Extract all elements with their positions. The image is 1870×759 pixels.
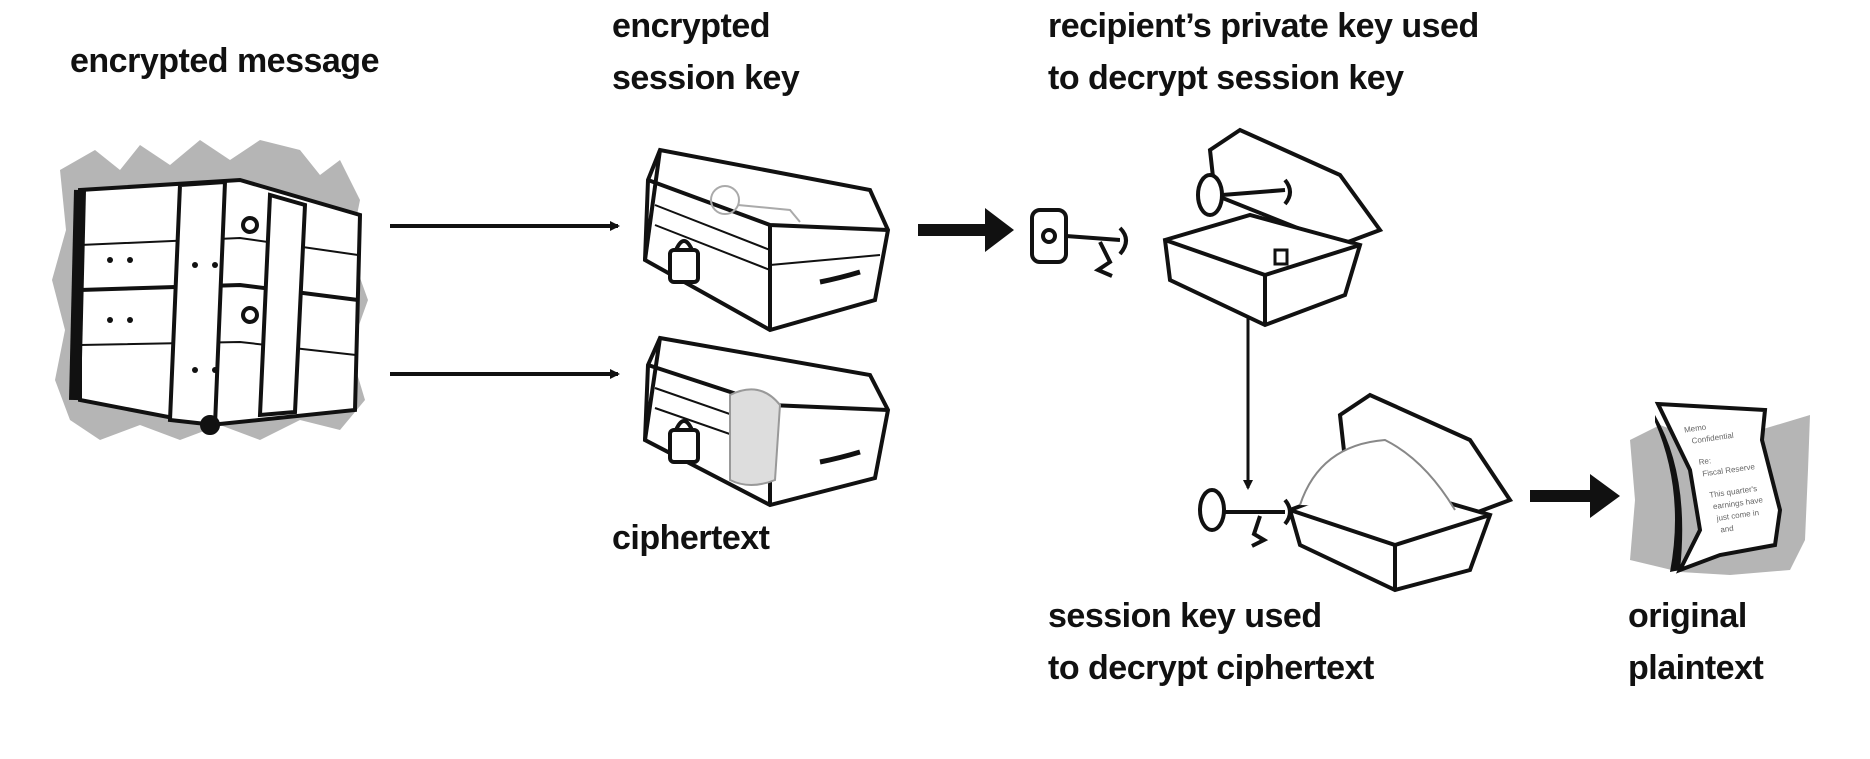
label-line: original [1628, 597, 1747, 635]
memo-line: Re: [1698, 456, 1712, 467]
label-line: to decrypt ciphertext [1048, 649, 1374, 687]
encrypted-message-bundle-icon [52, 140, 368, 440]
open-chest-ciphertext-icon [1198, 392, 1514, 593]
memo-line: and [1720, 524, 1734, 535]
locked-suitcase-session-key-icon [642, 147, 891, 333]
label-line: session key used [1048, 597, 1322, 635]
label-recipient-private-key: recipient’s private key used to decrypt … [1048, 0, 1479, 104]
arrow-to-plaintext [1530, 474, 1620, 518]
label-line: to decrypt session key [1048, 59, 1404, 97]
label-encrypted-message: encrypted message [70, 42, 380, 80]
arrow-to-decrypt [918, 208, 1014, 252]
private-key-icon [1030, 208, 1128, 278]
label-encrypted-session-key: encrypted session key [612, 0, 800, 104]
plaintext-memo-document-icon: Memo Confidential Re: Fiscal Reserve Thi… [1630, 401, 1810, 575]
label-line: session key [612, 59, 800, 97]
label-line: plaintext [1628, 649, 1764, 687]
label-line: encrypted [612, 7, 771, 45]
label-session-key-used: session key used to decrypt ciphertext [1048, 590, 1374, 694]
memo-line: Memo [1683, 422, 1707, 434]
label-line: recipient’s private key used [1048, 7, 1479, 45]
open-chest-session-key-icon [1162, 127, 1384, 328]
locked-suitcase-ciphertext-icon [642, 335, 891, 508]
label-original-plaintext: original plaintext [1628, 590, 1764, 694]
label-ciphertext: ciphertext [612, 519, 770, 557]
